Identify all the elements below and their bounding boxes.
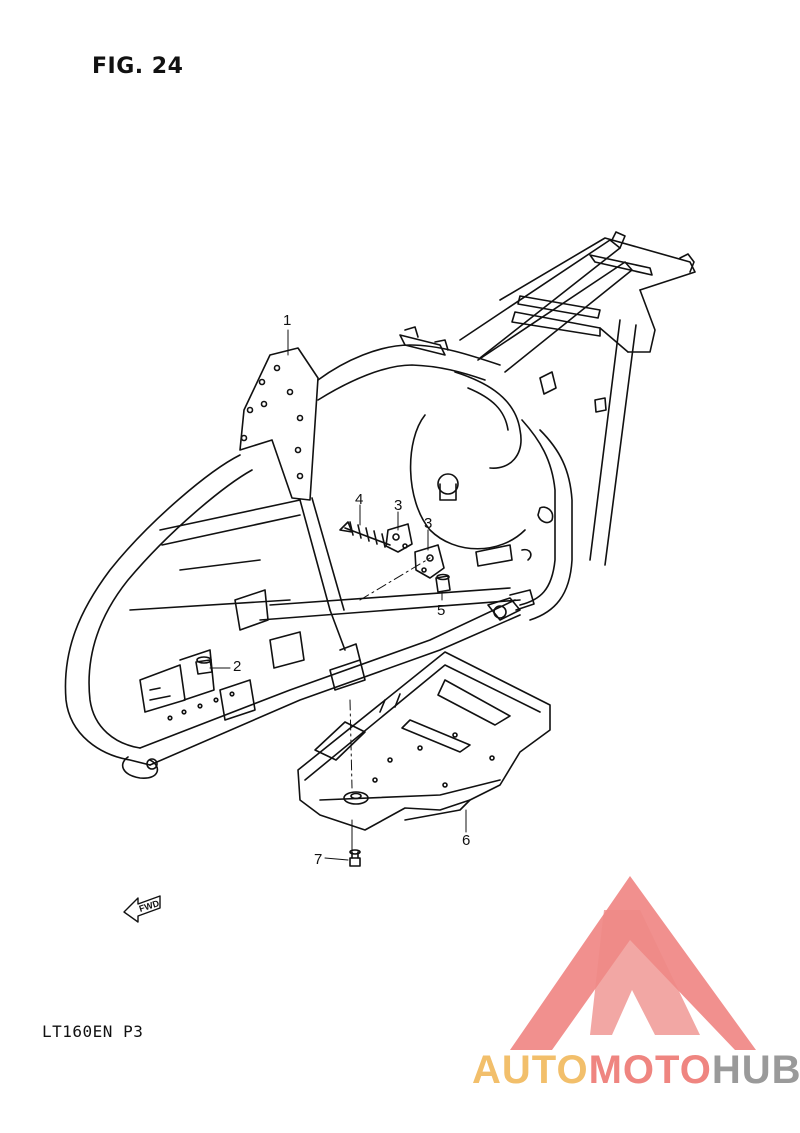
callout-part-5: 5 bbox=[437, 602, 446, 619]
callout-part-3a: 3 bbox=[394, 497, 403, 514]
figure-title: FIG. 24 bbox=[92, 54, 184, 79]
watermark-hub: HUB bbox=[711, 1048, 800, 1092]
watermark-moto: MOTO bbox=[588, 1048, 712, 1092]
main-frame bbox=[64, 231, 696, 779]
fittings bbox=[195, 521, 451, 675]
callout-part-3b: 3 bbox=[424, 515, 433, 532]
callout-part-6: 6 bbox=[462, 832, 471, 849]
automotohub-logo-icon bbox=[510, 876, 756, 1050]
callout-part-7: 7 bbox=[314, 851, 323, 868]
fwd-arrow-icon bbox=[123, 895, 161, 923]
callout-part-4: 4 bbox=[355, 491, 364, 508]
watermark-auto: AUTO bbox=[472, 1048, 589, 1092]
model-code: LT160EN P3 bbox=[42, 1022, 144, 1041]
leader-lines bbox=[209, 329, 467, 861]
bolt bbox=[349, 849, 361, 867]
watermark-text: AUTOMOTOHUB bbox=[472, 1048, 800, 1093]
skid-plate bbox=[297, 651, 551, 831]
callout-part-2: 2 bbox=[233, 658, 242, 675]
callout-part-1: 1 bbox=[283, 312, 292, 329]
